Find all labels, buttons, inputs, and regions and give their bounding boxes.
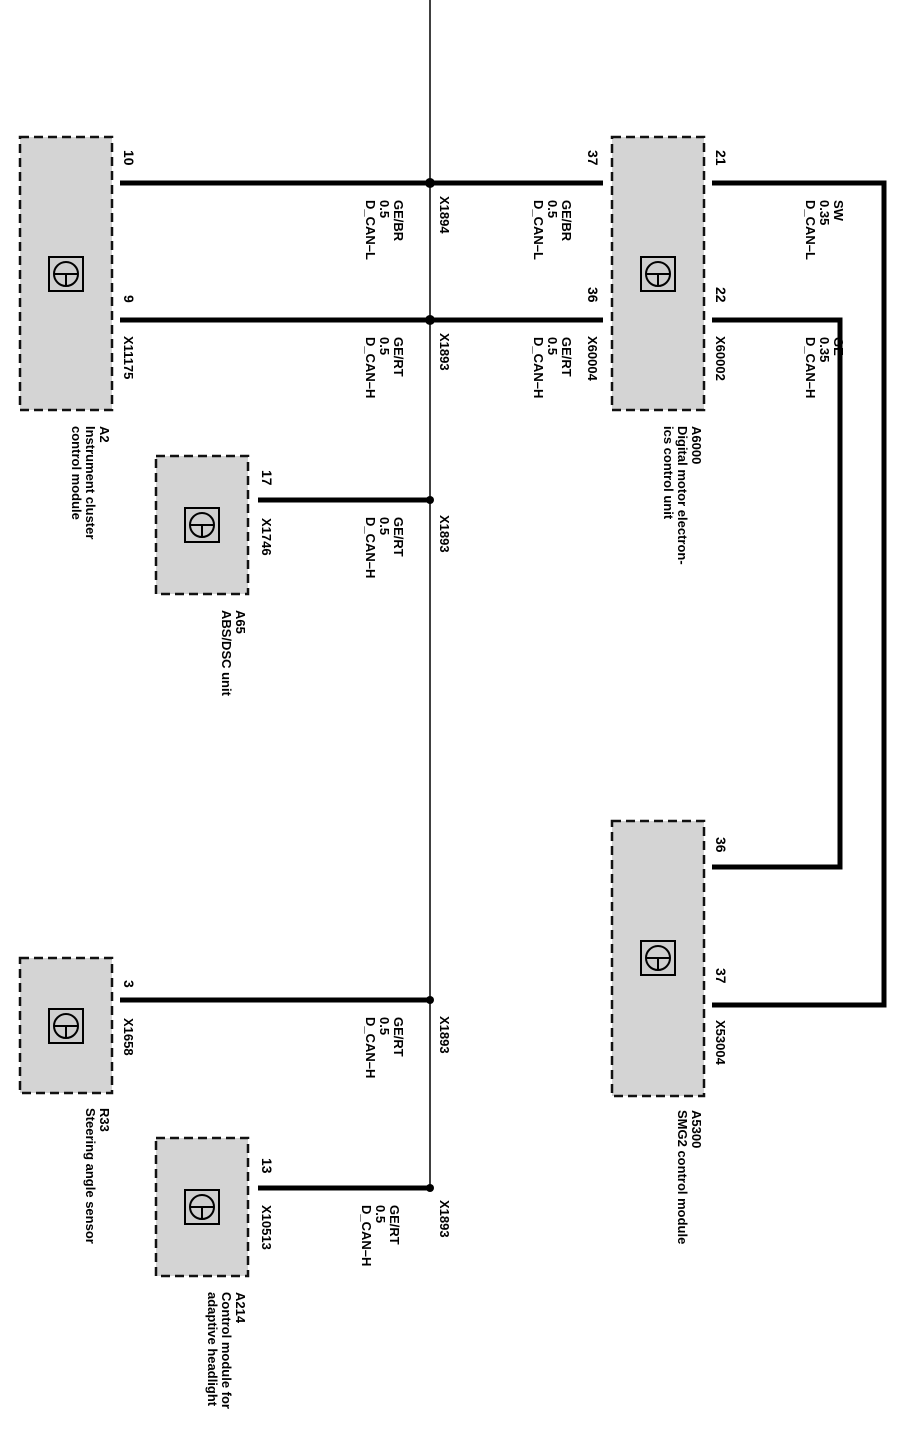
wire-size: 0.35 [817, 200, 832, 225]
wire-color: GE/RT [391, 517, 406, 557]
wire-size: 0.5 [545, 200, 560, 218]
splice-label: X1893 [437, 333, 452, 371]
module-name: Steering angle sensor [83, 1108, 98, 1244]
module-label-a6000: A6000 Digital motor electron- ics contro… [661, 426, 704, 565]
module-name: Instrument cluster [83, 426, 98, 539]
wire-label-a2-l: D_CAN–L 0.5 GE/BR [363, 200, 406, 260]
pin-number: 37 [585, 150, 601, 166]
wire-signal: D_CAN–H [359, 1205, 374, 1266]
module-code: R33 [97, 1108, 112, 1132]
module-name: adaptive headlight [205, 1292, 220, 1407]
wire-size: 0.5 [545, 337, 560, 355]
wire-color: SW [831, 200, 846, 222]
splice-label: X1893 [437, 1016, 452, 1054]
wire-signal: D_CAN–H [531, 337, 546, 398]
wire-size: 0.5 [377, 1017, 392, 1035]
wire-color: GE/BR [391, 200, 406, 242]
pin-number: 22 [713, 287, 729, 303]
wire-label-r33-h: D_CAN–H 0.5 GE/RT [363, 1017, 406, 1078]
module-code: A5300 [689, 1110, 704, 1148]
wire-label-dme-l: D_CAN–L 0.5 GE/BR [531, 200, 574, 260]
wire-signal: D_CAN–L [803, 200, 818, 260]
connector-label: X1658 [121, 1018, 136, 1056]
wire-signal: D_CAN–H [803, 337, 818, 398]
pin-number: 36 [585, 287, 601, 303]
wire-size: 0.35 [817, 337, 832, 362]
connector-label: X60004 [585, 336, 600, 382]
module-label-r33: R33 Steering angle sensor [83, 1108, 112, 1244]
module-code: A214 [233, 1292, 248, 1324]
module-name: control module [69, 426, 84, 520]
control-unit-icon [184, 507, 220, 543]
pin-number: 21 [713, 150, 729, 166]
connector-label: X11175 [121, 336, 136, 379]
module-name: ics control unit [661, 426, 676, 520]
pin-number: 9 [121, 295, 137, 303]
pin-number: 3 [121, 980, 137, 988]
connector-label: X1746 [259, 518, 274, 556]
control-unit-icon [640, 256, 676, 292]
control-unit-icon [184, 1189, 220, 1225]
splice-label: X1893 [437, 515, 452, 553]
wire-signal: D_CAN–H [363, 1017, 378, 1078]
connector-label: X10513 [259, 1205, 274, 1250]
splice-label: X1893 [437, 1200, 452, 1238]
control-unit-icon [48, 256, 84, 292]
module-code: A2 [97, 426, 112, 443]
module-name: ABS/DSC unit [219, 610, 234, 697]
splice-node [426, 496, 434, 504]
wire-size: 0.5 [377, 200, 392, 218]
wire-color: GE/RT [391, 1017, 406, 1057]
wire-color: GE/RT [559, 337, 574, 377]
pin-number: 17 [259, 470, 275, 486]
connector-label: X53004 [713, 1020, 728, 1066]
wire-color: GE/RT [387, 1205, 402, 1245]
module-code: A65 [233, 610, 248, 634]
control-unit-icon [48, 1008, 84, 1044]
splice-node [425, 178, 435, 188]
splice-node [426, 1184, 434, 1192]
module-label-a65: A65 ABS/DSC unit [219, 610, 248, 697]
module-name: Digital motor electron- [675, 426, 690, 565]
wire-smg-can-h [712, 317, 843, 870]
splice-node [425, 315, 435, 325]
module-label-a214: A214 Control module for adaptive headlig… [205, 1292, 248, 1409]
pin-number: 37 [713, 968, 729, 984]
module-code: A6000 [689, 426, 704, 464]
wire-size: 0.5 [377, 337, 392, 355]
pin-number: 36 [713, 837, 729, 853]
wire-signal: D_CAN–H [363, 337, 378, 398]
connector-label: X60002 [713, 336, 728, 381]
wire-label-a214-h: D_CAN–H 0.5 GE/RT [359, 1205, 402, 1266]
module-name: Control module for [219, 1292, 234, 1409]
wire-color: GE/RT [391, 337, 406, 377]
wire-signal: D_CAN–H [363, 517, 378, 578]
wire-label-smg-l: D_CAN–L 0.35 SW [803, 200, 846, 260]
wire-color: GE/BR [559, 200, 574, 242]
wire-label-a2-h: D_CAN–H 0.5 GE/RT [363, 337, 406, 398]
wire-label-smg-h: D_CAN–H 0.35 GE [803, 337, 846, 398]
module-name: SMG2 control module [675, 1110, 690, 1244]
module-label-a2: A2 Instrument cluster control module [69, 426, 112, 539]
wire-size: 0.5 [373, 1205, 388, 1223]
wire-label-a65-h: D_CAN–H 0.5 GE/RT [363, 517, 406, 578]
wire-size: 0.5 [377, 517, 392, 535]
wire-signal: D_CAN–L [363, 200, 378, 260]
splice-node [426, 996, 434, 1004]
wire-label-dme-h: D_CAN–H 0.5 GE/RT [531, 337, 574, 398]
control-unit-icon [640, 940, 676, 976]
pin-number: 13 [259, 1158, 275, 1174]
wire-color: GE [831, 337, 846, 356]
wire-smg-can-l [712, 180, 887, 1008]
pin-number: 10 [121, 150, 137, 166]
wire-signal: D_CAN–L [531, 200, 546, 260]
module-label-a5300: A5300 SMG2 control module [675, 1110, 704, 1244]
splice-label: X1894 [437, 196, 452, 234]
